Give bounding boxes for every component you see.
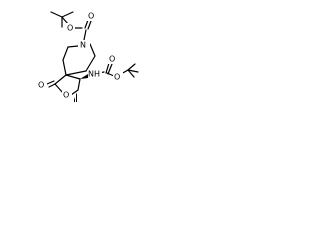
o-carbamate-carbonyl-bg xyxy=(108,54,118,64)
n-piperidine-bg xyxy=(78,40,90,50)
piperidine-bond-1 xyxy=(62,46,69,61)
lactone-spiro-to-carbonyl xyxy=(54,74,67,85)
carbamate-carbonyl-to-o xyxy=(106,72,115,77)
atom-nh-carbamate: NH xyxy=(88,70,100,79)
lactone-carbonyl-double-b xyxy=(46,80,55,85)
lactone-ch-to-ch xyxy=(77,78,81,91)
carbamate-carbonyl-double-b xyxy=(107,63,113,75)
lactone-carbonyl-double-a xyxy=(48,83,56,88)
methyl-hashed-wedge xyxy=(73,90,78,102)
lactone-ch-to-spiro xyxy=(65,74,81,80)
atom-o-carbamate-ester: O xyxy=(114,73,120,82)
atom-o-lactone-ring: O xyxy=(63,91,69,100)
atom-o-ester-top: O xyxy=(67,24,73,33)
carbamate-methyl-c xyxy=(127,69,139,73)
nh-carbamate-bg xyxy=(88,69,102,79)
structure-canvas: O O N O O NH O O xyxy=(0,0,152,152)
boc1-methyl-a xyxy=(50,11,63,18)
carbamate-methyl-a xyxy=(127,63,136,71)
carbamate-methyl-b xyxy=(127,69,135,78)
boc1-carbonyl-double-a xyxy=(84,19,89,29)
piperidine-bond-3 xyxy=(65,70,87,76)
piperidine-bond-6 xyxy=(67,45,79,48)
lactone-o-to-ch xyxy=(70,89,79,96)
boc1-methyl-b xyxy=(61,11,74,18)
carbamate-carbonyl-double-a xyxy=(105,62,110,74)
o-carbamate-ester-bg xyxy=(113,72,123,82)
atom-o-carbonyl-top: O xyxy=(88,12,94,21)
boc1-quaternary-to-o xyxy=(61,16,69,25)
piperidine-bond-2 xyxy=(62,59,67,76)
atom-o-carbamate-carbonyl: O xyxy=(109,55,115,64)
boc1-carbonyl-double-b xyxy=(87,20,92,30)
o-lactone-carbonyl-bg xyxy=(37,80,47,90)
atom-n-piperidine: N xyxy=(80,41,86,50)
piperidine-bond-4 xyxy=(85,55,96,72)
atom-o-lactone-carbonyl: O xyxy=(38,81,44,90)
boc1-carbonyl-to-n xyxy=(83,29,87,41)
o-carbonyl-top-bg xyxy=(86,11,96,21)
lactone-carbonyl-to-o xyxy=(54,83,64,94)
o-lactone-ring-bg xyxy=(62,90,72,100)
piperidine-bond-5 xyxy=(89,43,96,57)
o-ester-top-bg xyxy=(65,23,75,33)
molecule-drawing: O O N O O NH O O xyxy=(37,11,139,102)
nh-bold-wedge xyxy=(80,74,88,79)
